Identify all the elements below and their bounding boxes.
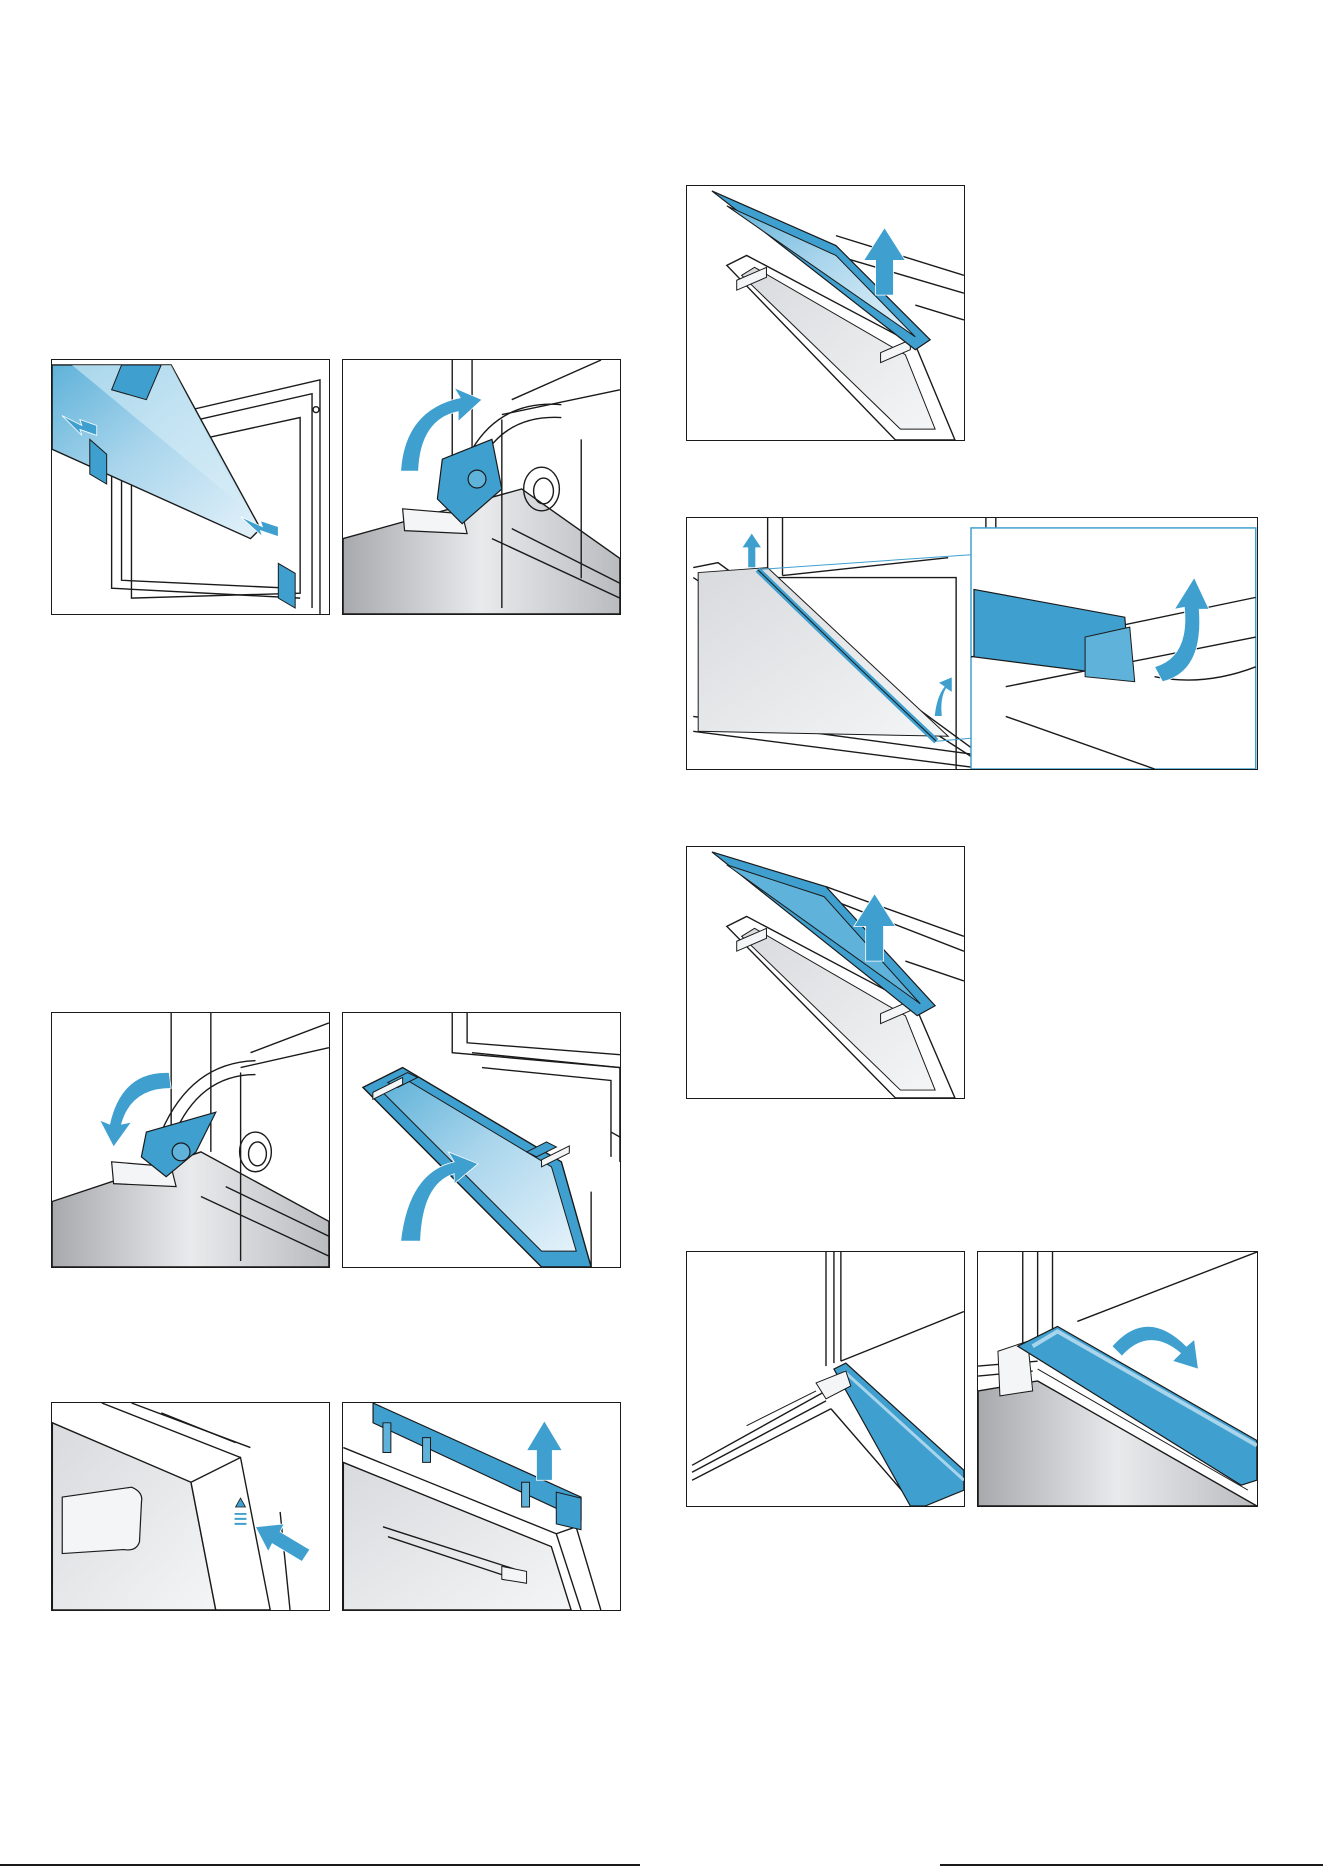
footer-text bbox=[640, 1862, 940, 1872]
illustration-remove-door-seal bbox=[687, 518, 1257, 769]
illustration-lift-inner-pane bbox=[687, 186, 964, 440]
figure-seal-corner bbox=[686, 1251, 965, 1507]
illustration-remove-cover-strip bbox=[343, 1403, 620, 1610]
illustration-lift-second-pane bbox=[687, 847, 964, 1098]
curved-arrow-icon bbox=[1112, 1326, 1198, 1369]
illustration-hinge-clips bbox=[52, 360, 329, 614]
illustration-seal-strip-fit bbox=[978, 1252, 1257, 1506]
figure-lift-second-pane bbox=[686, 846, 965, 1099]
curved-arrow-up-icon bbox=[401, 1152, 478, 1241]
figure-remove-cover-strip bbox=[342, 1402, 621, 1611]
illustration-hinge-lever-open bbox=[343, 360, 620, 614]
illustration-glass-panel-lift-off bbox=[343, 1013, 620, 1267]
arrow-press-icon bbox=[255, 1524, 309, 1562]
figure-press-side-button bbox=[51, 1402, 330, 1611]
figure-remove-door-seal bbox=[686, 517, 1258, 770]
figure-hinge-clips bbox=[51, 359, 330, 615]
illustration-press-side-button bbox=[52, 1403, 329, 1610]
illustration-seal-corner bbox=[687, 1252, 964, 1506]
illustration-hinge-lever-close bbox=[52, 1013, 329, 1267]
figure-hinge-lever-open bbox=[342, 359, 621, 615]
figure-lift-inner-pane bbox=[686, 185, 965, 441]
arrow-up-icon bbox=[934, 677, 952, 717]
figure-seal-strip-fit bbox=[977, 1251, 1258, 1507]
figure-hinge-lever-close bbox=[51, 1012, 330, 1268]
arrow-up-icon bbox=[527, 1421, 563, 1480]
arrow-up-icon bbox=[742, 533, 762, 568]
figure-glass-panel-lift-off bbox=[342, 1012, 621, 1268]
